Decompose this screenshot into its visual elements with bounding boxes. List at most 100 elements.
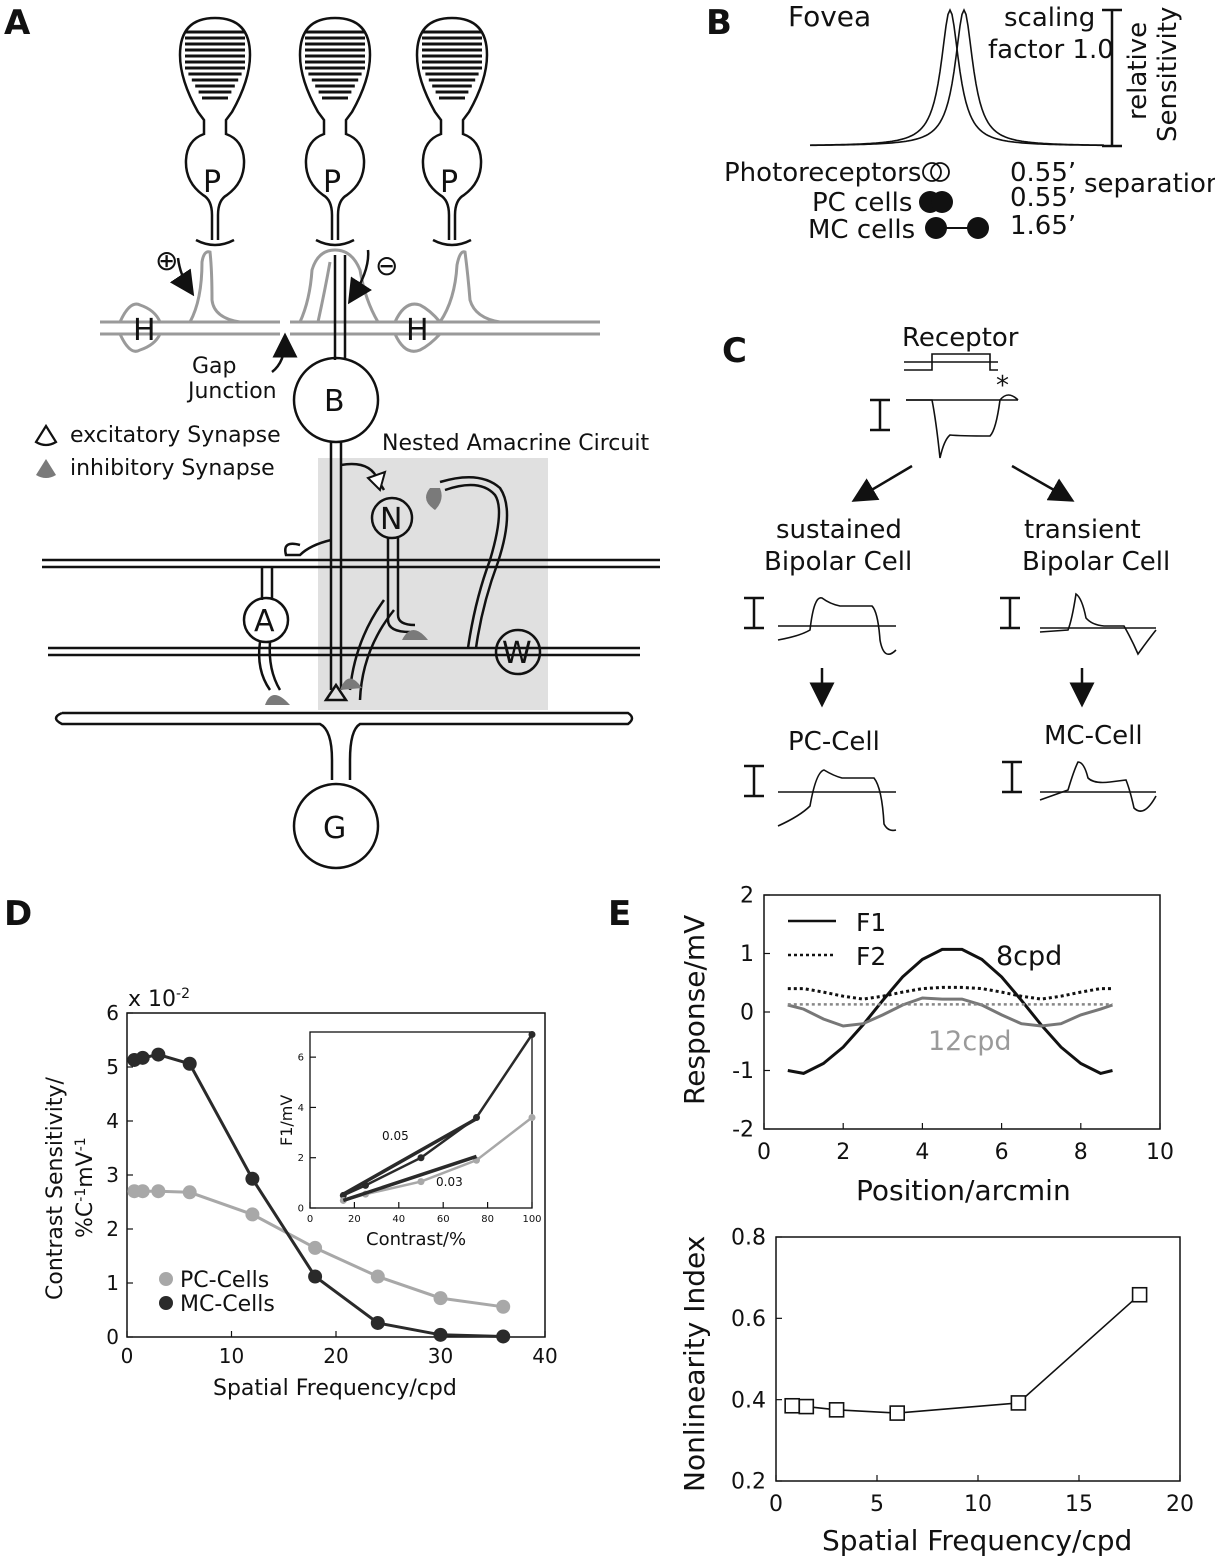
sensitivity-profiles	[809, 8, 1105, 147]
panel-e-letter: E	[608, 894, 631, 934]
xtick-label-4: 40	[532, 1344, 557, 1368]
transient-label-2: Bipolar Cell	[1022, 547, 1170, 577]
inset-series	[339, 1031, 536, 1204]
legend-f1-label: F1	[856, 908, 886, 937]
e-top-series-dotted-black	[787, 985, 1113, 1001]
photoreceptor-1	[178, 16, 252, 247]
e-bottom-ylabel-wrap: Nonlinearity Index	[678, 1236, 711, 1492]
panel-c-letter: C	[722, 331, 747, 371]
point-pc-cells-3	[182, 1185, 197, 1200]
legend-excitatory: excitatory Synapse	[70, 423, 281, 448]
inset-annotation-003: 0.03	[436, 1175, 463, 1189]
gap-junction-arrow	[271, 332, 298, 373]
cell-b: B	[324, 384, 345, 419]
receptor-response	[906, 394, 1019, 459]
point-pc-cells-1	[135, 1184, 150, 1199]
cell-p-1: P	[203, 165, 221, 200]
receptor-scale-bar	[870, 398, 890, 432]
excitatory-synapse-icon	[34, 423, 58, 447]
inset-xlabel: Contrast/%	[366, 1229, 466, 1250]
xtick-label-3: 60	[437, 1214, 450, 1225]
mc-scale-bar	[1002, 760, 1022, 794]
w-cell-process	[439, 476, 509, 649]
cell-w: W	[502, 636, 532, 671]
gap-junction-label-2: Junction	[186, 379, 277, 404]
xtick-label-2: 40	[392, 1214, 405, 1225]
point-mc-cells-2	[151, 1047, 166, 1062]
cell-h-1: H	[133, 313, 156, 348]
stimulus-trace	[904, 353, 998, 371]
receptor-label: Receptor	[902, 323, 1019, 353]
mc-response	[1039, 761, 1157, 812]
transient-response	[1039, 592, 1157, 656]
ytick-label-2: 2	[106, 1217, 119, 1241]
photoreceptor-3	[415, 16, 489, 247]
pc-response	[777, 769, 897, 832]
inset-point-0-4	[528, 1031, 536, 1039]
minus-sign: ⊖	[375, 249, 398, 282]
nested-circuit-label: Nested Amacrine Circuit	[382, 431, 649, 456]
ytick-label-3: 3	[106, 1163, 119, 1187]
photoreceptor-dot-1	[922, 162, 942, 182]
xtick-label-5: 100	[522, 1214, 541, 1225]
ytick-label-2: 0	[740, 1001, 754, 1026]
point-pc-cells-6	[370, 1269, 385, 1284]
sustained-scale-bar	[744, 596, 764, 630]
e-top-ylabel: Response/mV	[678, 915, 711, 1105]
point-mc-cells-8	[496, 1329, 511, 1344]
point-mc-cells-5	[308, 1269, 323, 1284]
inset-fit-line-0	[342, 1117, 478, 1196]
a-cell-inhibitory-synapse	[265, 695, 290, 705]
ytick-label-1: 2	[298, 1153, 304, 1164]
ytick-label-3: 6	[298, 1053, 304, 1064]
d-ylabel-1-wrap: Contrast Sensitivity/	[43, 1076, 68, 1300]
d-multiplier: x 10-2	[128, 986, 190, 1012]
ytick-label-0: 0	[106, 1325, 119, 1349]
e-bottom-frame	[775, 1236, 1181, 1482]
point-mc-cells-3	[182, 1056, 197, 1071]
ganglion-soma	[292, 782, 380, 870]
e-bottom-xlabel: Spatial Frequency/cpd	[822, 1524, 1132, 1557]
ytick-label-1: 0.4	[731, 1388, 766, 1413]
sustained-response	[777, 597, 897, 656]
plus-sign: ⊕	[155, 244, 178, 277]
axis-label-sensitivity: Sensitivity	[1153, 7, 1183, 142]
photoreceptors-label: Photoreceptors	[724, 158, 921, 188]
nonlinearity-point-4	[1010, 1395, 1027, 1411]
scale-bar	[1102, 8, 1122, 148]
ytick-label-0: -2	[732, 1118, 754, 1143]
xtick-label-4: 80	[481, 1214, 494, 1225]
point-mc-cells-4	[245, 1171, 260, 1186]
nonlinearity-point-2	[828, 1402, 845, 1418]
n-excitatory-synapse	[366, 470, 387, 492]
mc-cells-value: 1.65’	[1010, 211, 1076, 241]
bipolar-soma	[292, 356, 380, 444]
transient-label-1: transient	[1024, 515, 1141, 545]
nonlinearity-point-1	[798, 1398, 815, 1415]
gap-junction-label-1: Gap	[192, 354, 237, 379]
cell-p-3: P	[440, 165, 458, 200]
w-inhibitory-synapse	[426, 488, 442, 510]
pc-cells-label: PC cells	[812, 188, 912, 218]
ganglion-dendrite-band	[54, 711, 634, 780]
xtick-label-2: 4	[915, 1140, 929, 1165]
point-pc-cells-8	[496, 1299, 511, 1314]
xtick-label-4: 20	[1166, 1492, 1194, 1517]
d-xlabel: Spatial Frequency/cpd	[213, 1376, 457, 1401]
a-cell-soma	[242, 596, 290, 644]
legend-mc-marker	[159, 1296, 173, 1310]
nonlinearity-point-0	[784, 1397, 800, 1414]
pc-cells-value: 0.55’	[1010, 183, 1076, 213]
nonlinearity-point-3	[889, 1405, 906, 1421]
legend-pc-marker	[159, 1272, 173, 1286]
bipolar-terminal	[323, 682, 349, 702]
panel-d-letter: D	[4, 894, 32, 934]
ytick-label-4: 4	[106, 1109, 119, 1133]
photoreceptor-2	[298, 16, 372, 247]
ytick-label-0: 0	[298, 1204, 304, 1215]
arrow-to-sustained	[851, 464, 913, 502]
xtick-label-2: 10	[964, 1492, 992, 1517]
